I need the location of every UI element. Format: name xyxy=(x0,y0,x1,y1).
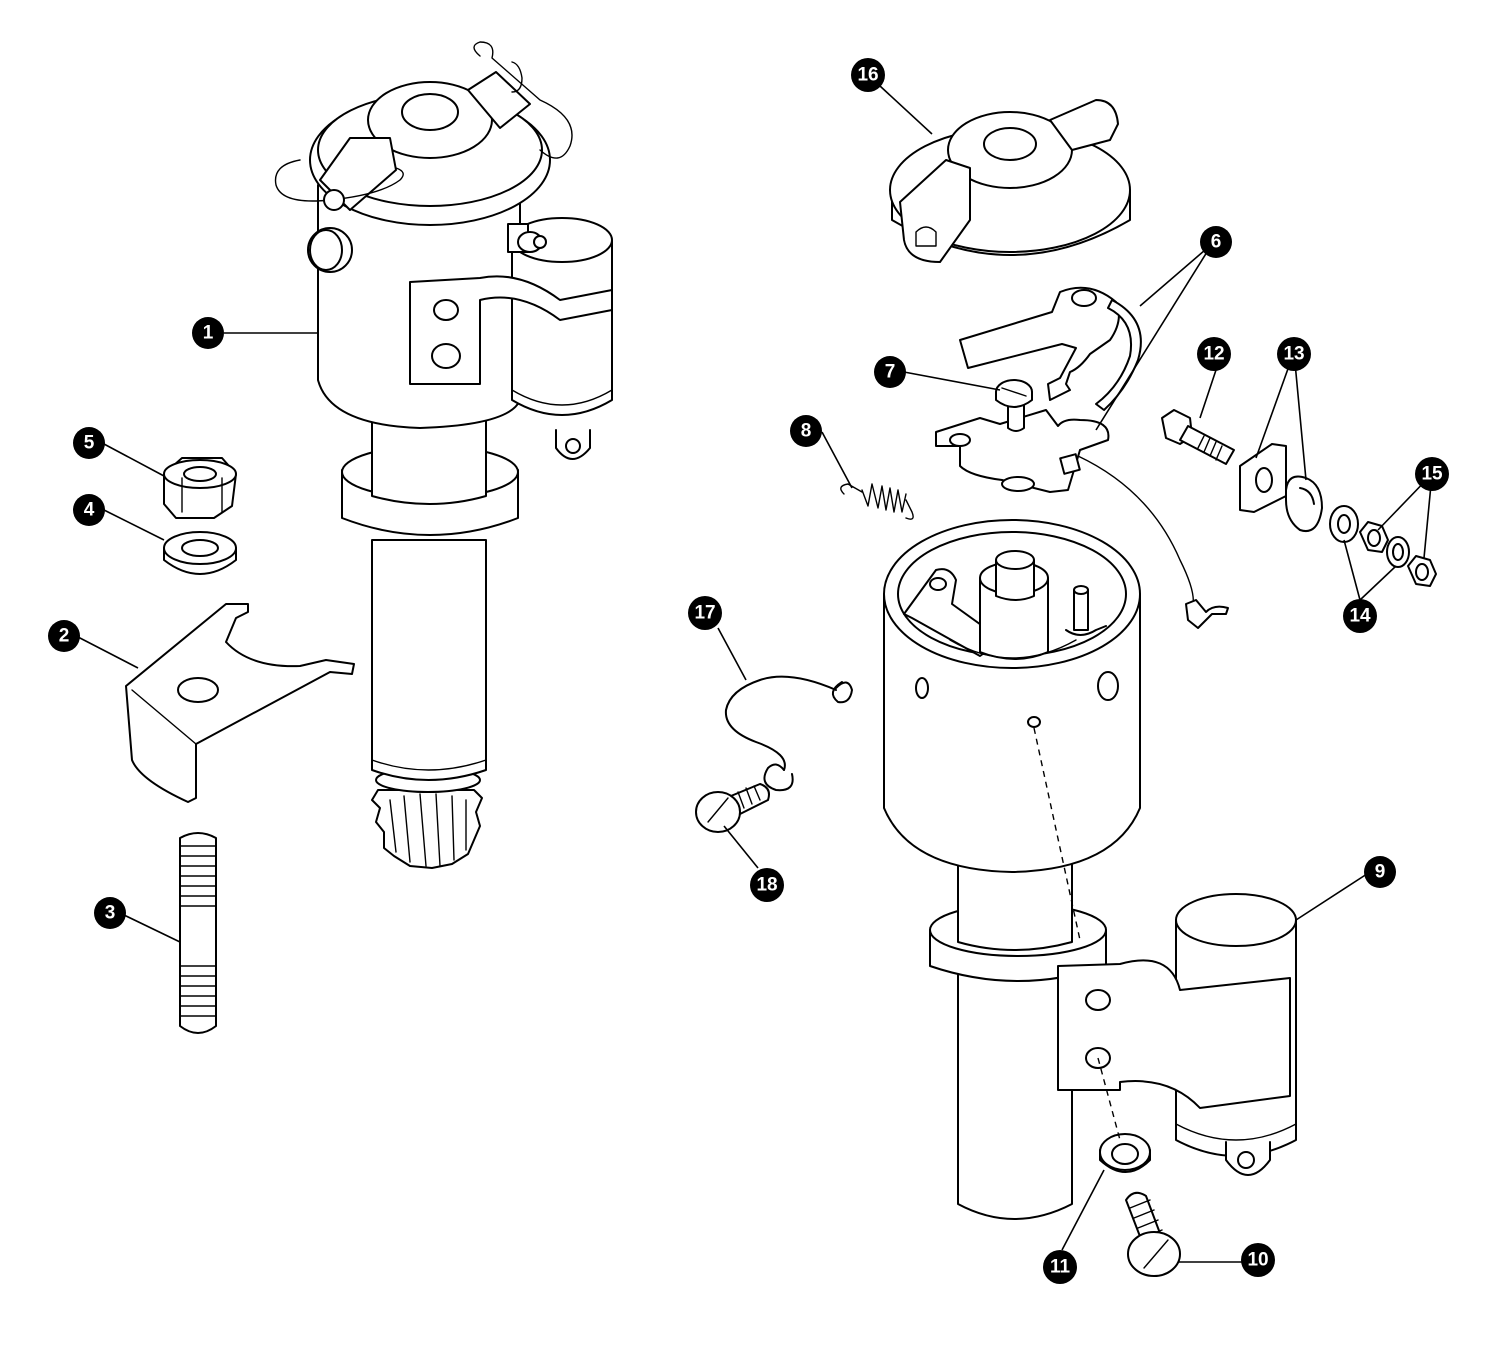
drive-gear xyxy=(371,767,483,869)
callout-label: 14 xyxy=(1349,606,1371,627)
callout-label: 9 xyxy=(1375,862,1386,883)
callout-5: 5 xyxy=(73,427,105,459)
callout-label: 8 xyxy=(801,421,812,442)
callout-badge xyxy=(1043,1250,1077,1284)
callout-badge xyxy=(1343,599,1377,633)
callout-15: 15 xyxy=(1415,457,1449,491)
callout-3: 3 xyxy=(94,897,126,929)
callout-label: 5 xyxy=(84,433,95,454)
insulating-plate-and-bush xyxy=(1239,443,1323,532)
callout-label: 7 xyxy=(885,362,896,383)
callout-label: 2 xyxy=(59,626,70,647)
callout-badge xyxy=(688,596,722,630)
washer xyxy=(163,531,237,575)
clamp-screw xyxy=(1125,1191,1181,1277)
callout-badge xyxy=(790,415,822,447)
distributor-body-with-vacuum-unit xyxy=(883,519,1297,1220)
callout-1: 1 xyxy=(192,317,224,349)
callout-badge xyxy=(73,494,105,526)
callout-label: 17 xyxy=(694,603,715,624)
retaining-spring-clip xyxy=(724,675,853,792)
alignment-line-upper xyxy=(1033,727,1081,941)
leader-lines xyxy=(77,85,1433,1263)
vacuum-unit xyxy=(511,217,613,460)
callout-label: 13 xyxy=(1283,344,1304,365)
callout-7: 7 xyxy=(874,356,906,388)
callout-8: 8 xyxy=(790,415,822,447)
callout-badge xyxy=(1241,1243,1275,1277)
callout-13: 13 xyxy=(1277,337,1311,371)
screw-washer xyxy=(1099,1133,1151,1173)
washers xyxy=(1329,505,1410,568)
alignment-line-lower xyxy=(1097,1057,1121,1141)
callout-badge xyxy=(1200,226,1232,258)
callout-badge xyxy=(48,620,80,652)
distributor-cap xyxy=(889,99,1131,263)
callout-label: 11 xyxy=(1050,1257,1071,1278)
callout-label: 10 xyxy=(1247,1250,1268,1271)
callout-14: 14 xyxy=(1343,599,1377,633)
callout-badge xyxy=(750,868,784,902)
callout-9: 9 xyxy=(1364,856,1396,888)
callout-label: 15 xyxy=(1421,464,1443,485)
callout-17: 17 xyxy=(688,596,722,630)
callout-badge xyxy=(192,317,224,349)
stud xyxy=(179,832,217,1034)
callout-label: 18 xyxy=(756,875,777,896)
callout-badge xyxy=(1364,856,1396,888)
contact-screw xyxy=(995,379,1033,432)
tension-spring xyxy=(840,483,914,520)
callout-12: 12 xyxy=(1197,337,1231,371)
distributor-assembly xyxy=(274,41,613,869)
callout-label: 4 xyxy=(84,500,95,521)
callout-label: 1 xyxy=(203,323,214,344)
callout-label: 3 xyxy=(105,903,116,924)
clip-screw xyxy=(695,783,770,833)
callout-label: 16 xyxy=(857,65,878,86)
callout-16: 16 xyxy=(851,58,885,92)
callout-4: 4 xyxy=(73,494,105,526)
callout-badge xyxy=(73,427,105,459)
callout-6: 6 xyxy=(1200,226,1232,258)
clamp-plate xyxy=(125,603,355,803)
terminal-bolt xyxy=(1161,409,1235,465)
terminal-nuts xyxy=(1359,521,1437,587)
callout-18: 18 xyxy=(750,868,784,902)
callout-badge xyxy=(874,356,906,388)
callout-11: 11 xyxy=(1043,1250,1077,1284)
callout-10: 10 xyxy=(1241,1243,1275,1277)
callout-label: 12 xyxy=(1203,344,1224,365)
callout-badge xyxy=(1197,337,1231,371)
callout-badge xyxy=(94,897,126,929)
callout-label: 6 xyxy=(1211,232,1222,253)
callout-badge xyxy=(1415,457,1449,491)
callout-2: 2 xyxy=(48,620,80,652)
nut xyxy=(163,457,237,519)
callout-badge xyxy=(1277,337,1311,371)
callout-badge xyxy=(851,58,885,92)
terminal-post xyxy=(507,223,547,253)
contact-breaker-set xyxy=(935,286,1229,629)
